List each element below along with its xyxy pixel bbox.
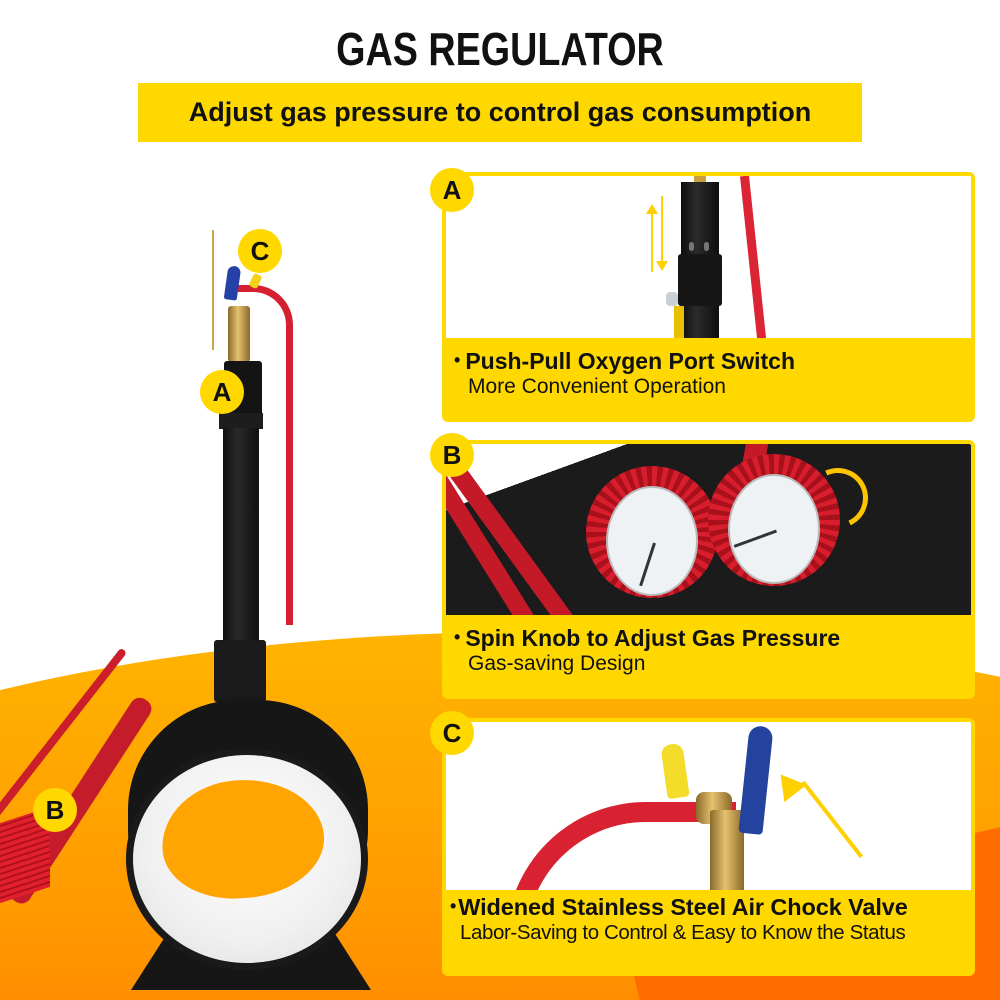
brass-valve-body <box>710 810 744 900</box>
feature-caption: •Push-Pull Oxygen Port Switch More Conve… <box>446 338 971 418</box>
panel-badge-b: B <box>430 433 474 477</box>
feature-panel-b: •Spin Knob to Adjust Gas Pressure Gas-sa… <box>442 440 975 699</box>
callout-badge-b: B <box>33 788 77 832</box>
bullet-icon: • <box>450 896 457 916</box>
brass-fitting <box>228 306 250 362</box>
arrow-down-icon <box>656 196 668 271</box>
brand-label <box>674 306 684 346</box>
feature-image-push-pull-port <box>446 176 971 352</box>
sliding-collar <box>678 254 722 306</box>
feature-description: Gas-saving Design <box>468 652 646 675</box>
bullet-icon: • <box>454 627 461 647</box>
feature-title: •Spin Knob to Adjust Gas Pressure <box>454 625 841 651</box>
arrow-up-icon <box>646 204 658 272</box>
gauge-needle <box>639 542 656 587</box>
feature-title: •Widened Stainless Steel Air Chock Valve <box>450 894 908 920</box>
pressure-gauge-right <box>708 454 840 586</box>
thumb-screw <box>666 292 678 306</box>
air-hole <box>689 242 694 251</box>
burner-collar <box>219 413 263 429</box>
subtitle-banner: Adjust gas pressure to control gas consu… <box>138 83 862 142</box>
panel-badge-a: A <box>430 168 474 212</box>
arrow-icon <box>769 765 807 803</box>
red-hose <box>238 285 293 625</box>
feature-caption: •Widened Stainless Steel Air Chock Valve… <box>446 890 971 972</box>
valve-blue-handle <box>738 725 774 835</box>
feature-panel-c: •Widened Stainless Steel Air Chock Valve… <box>442 718 975 976</box>
burner-base <box>214 640 266 702</box>
valve-yellow-cap <box>660 742 690 800</box>
arrow-shaft <box>801 780 864 859</box>
callout-badge-a: A <box>200 370 244 414</box>
page-title: GAS REGULATOR <box>336 23 664 75</box>
feature-title: •Push-Pull Oxygen Port Switch <box>454 348 796 374</box>
feature-image-air-chock-valve <box>446 722 971 972</box>
feature-panel-a: •Push-Pull Oxygen Port Switch More Conve… <box>442 172 975 422</box>
red-hose <box>740 176 768 351</box>
product-image-gas-forge-burner: C A B <box>0 0 440 1000</box>
pressure-gauge-left <box>586 466 718 598</box>
feature-description: Labor-Saving to Control & Easy to Know t… <box>460 921 906 944</box>
gauge-needle <box>733 529 778 548</box>
burner-tube-lower <box>223 428 259 643</box>
feature-description: More Convenient Operation <box>468 375 726 398</box>
tie-wire <box>212 230 214 350</box>
air-hole <box>704 242 709 251</box>
feature-caption: •Spin Knob to Adjust Gas Pressure Gas-sa… <box>446 615 971 695</box>
feature-image-pressure-gauges <box>446 444 971 670</box>
panel-badge-c: C <box>430 711 474 755</box>
callout-badge-c: C <box>238 229 282 273</box>
bullet-icon: • <box>454 350 461 370</box>
brass-tip <box>694 176 706 184</box>
